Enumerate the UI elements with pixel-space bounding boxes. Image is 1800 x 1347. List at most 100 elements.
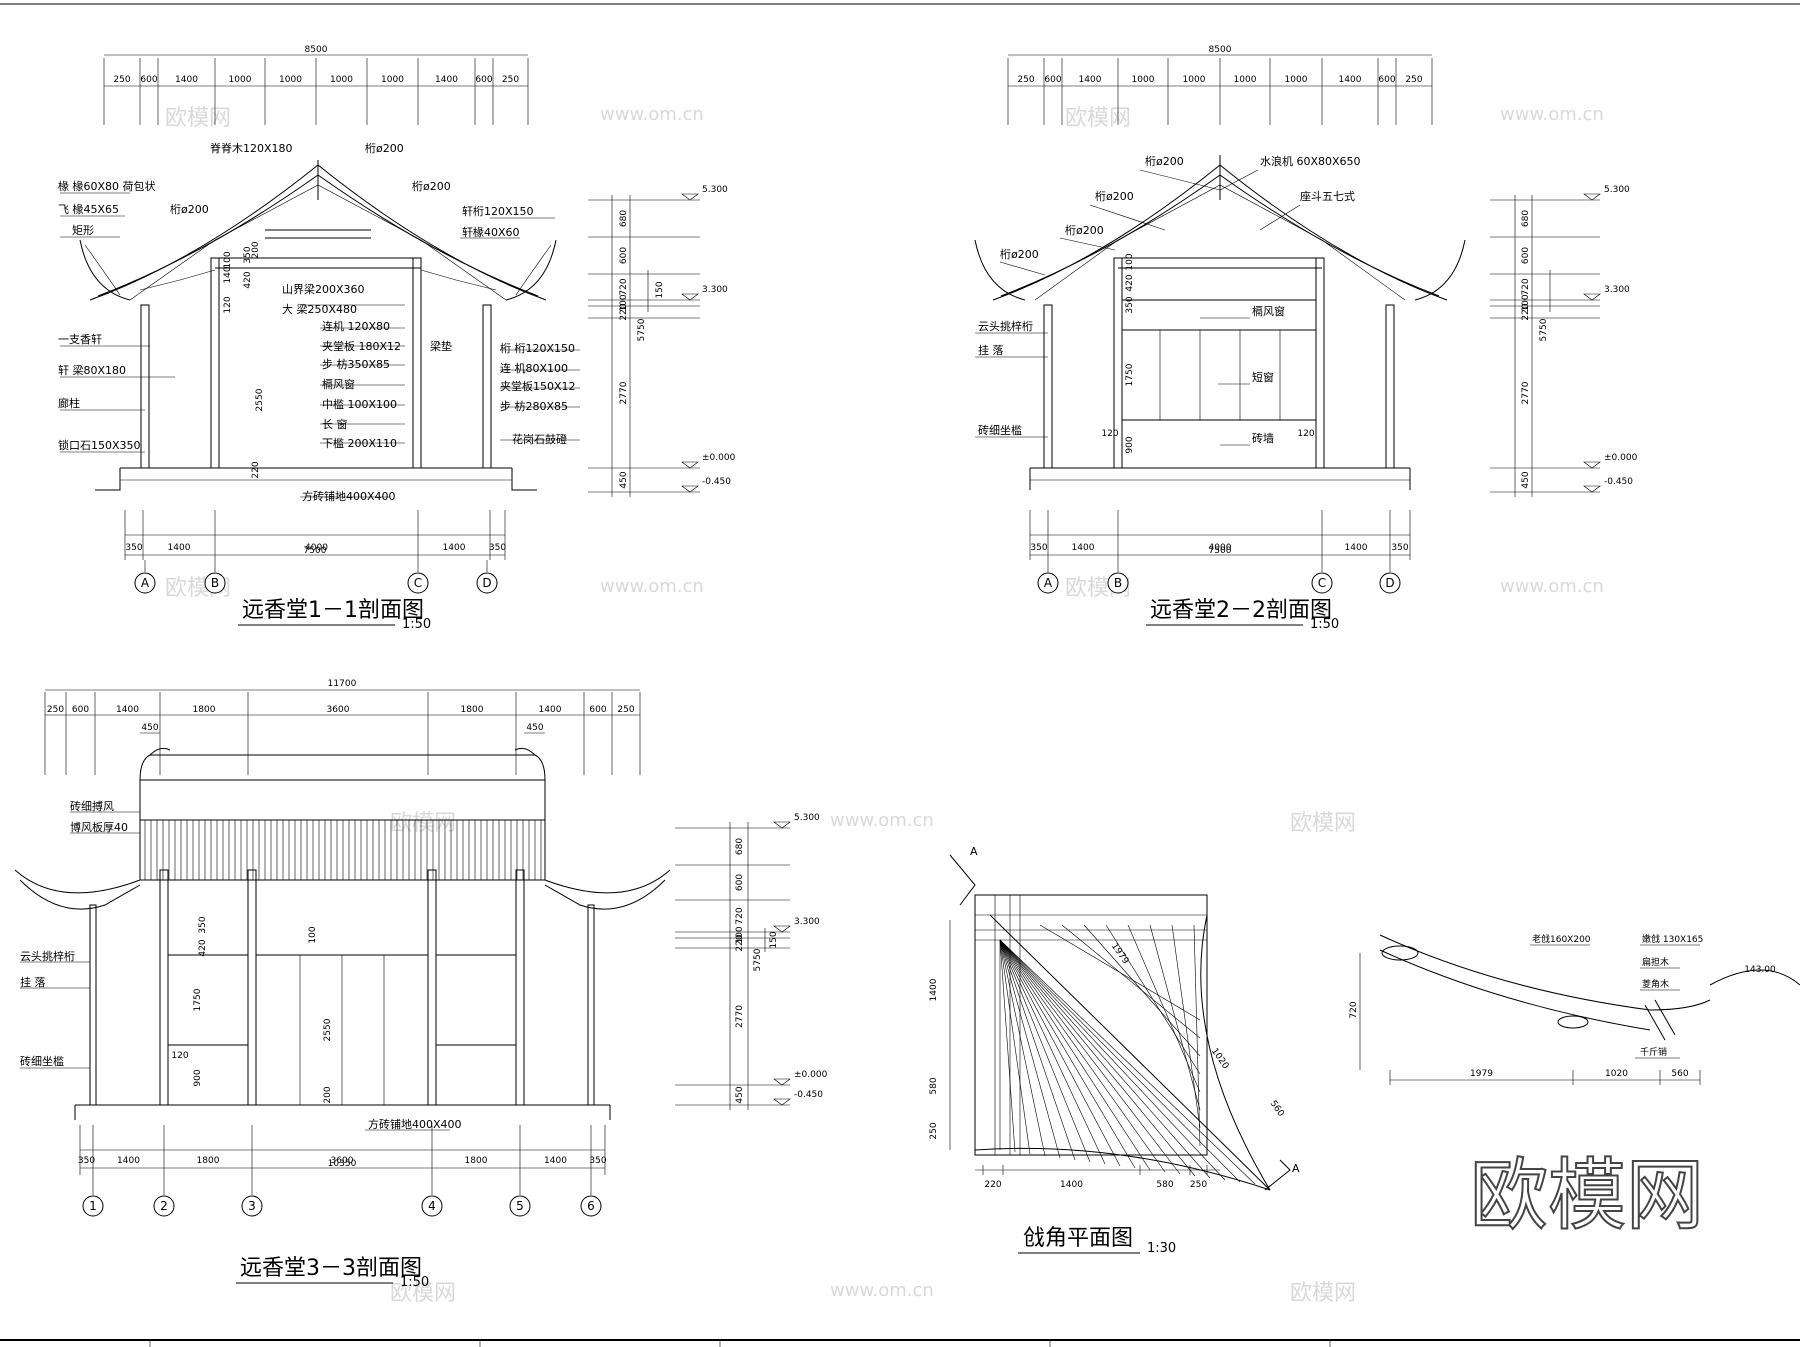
dimension-label: 450 <box>141 723 158 733</box>
dimension-label: 1750 <box>1125 363 1135 386</box>
grid-axis-label: 2 <box>160 1199 168 1213</box>
dimension-label: 120 <box>223 296 233 313</box>
dimension-label: 420 <box>1125 274 1135 291</box>
dimension-label: 100 <box>619 294 629 311</box>
dimension-label: 450 <box>526 723 543 733</box>
grid-axis-label: 4 <box>428 1199 436 1213</box>
grid-axis-label: B <box>1114 576 1122 590</box>
section-2-2-title: 远香堂2－2剖面图 <box>1150 598 1332 623</box>
dimension-label: 120 <box>171 1051 188 1061</box>
grid-axis-bubble <box>1311 572 1333 594</box>
dimension-label: 200 <box>323 1086 333 1103</box>
annotation-label: 菱角木 <box>1642 978 1669 990</box>
grid-axis-bubble <box>476 572 498 594</box>
grid-axis-label: A <box>1044 576 1053 590</box>
watermark-brand: 欧模网 <box>165 106 231 131</box>
dimension-label: 600 <box>72 705 89 715</box>
dimension-label: 1400 <box>929 978 939 1001</box>
dimension-label: 1400 <box>544 1156 567 1166</box>
elevation-label: 5.300 <box>1604 185 1630 195</box>
annotation-label: 千斤销 <box>1640 1046 1667 1058</box>
annotation-label: 桁 桁120X150 <box>500 341 575 355</box>
dimension-label: 600 <box>1521 247 1531 264</box>
watermark-brand: 欧模网 <box>1290 1281 1356 1306</box>
grid-axis-label: A <box>141 576 150 590</box>
dim-bottom-total: 7500 <box>1209 546 1232 556</box>
dimension-label: 1400 <box>175 75 198 85</box>
dimension-label: 1000 <box>1132 75 1155 85</box>
dim-top-total: 8500 <box>305 45 328 55</box>
dimension-label: 580 <box>929 1077 939 1094</box>
annotation-label: 桁ø200 <box>170 202 209 216</box>
elevation-label: ±0.000 <box>1604 453 1638 463</box>
annotation-label: 椽 椽60X80 荷包状 <box>58 179 156 193</box>
dimension-label: 2770 <box>619 381 629 404</box>
annotation-label: 桁ø200 <box>1095 189 1134 203</box>
grid-axis-label: C <box>414 576 422 590</box>
dimension-label: 600 <box>1378 75 1395 85</box>
dimension-label: 580 <box>1156 1180 1173 1190</box>
dimension-label: 1400 <box>117 1156 140 1166</box>
dimension-label: 250 <box>1017 75 1034 85</box>
grid-axis-bubble <box>153 1195 175 1217</box>
section-3-3-scale: 1:50 <box>400 1275 429 1290</box>
dimension-label: 4000 <box>305 543 328 553</box>
grid-axis-bubble <box>580 1195 602 1217</box>
annotation-label: 中槛 100X100 <box>322 397 397 411</box>
annotation-label: 下槛 200X110 <box>322 436 397 450</box>
grid-axis-label: 1 <box>89 1199 97 1213</box>
annotation-label: 夹堂板150X12 <box>500 379 576 393</box>
elevation-label: 3.300 <box>702 285 728 295</box>
dimension-label: 250 <box>47 705 64 715</box>
dimension-label: 900 <box>1125 436 1135 453</box>
annotation-label: 山界梁200X360 <box>282 282 365 296</box>
annotation-label: 槅风窗 <box>322 377 355 391</box>
annotation-label: 砖细坐槛 <box>978 423 1022 437</box>
dimension-label: 1750 <box>193 988 203 1011</box>
dimension-label: 1400 <box>443 543 466 553</box>
dimension-label: 350 <box>1125 296 1135 313</box>
annotation-label: 博风板厚40 <box>70 820 128 834</box>
annotation-label: 廊柱 <box>58 396 80 410</box>
dimension-label: 1000 <box>1234 75 1257 85</box>
grid-axis-bubble <box>204 572 226 594</box>
dimension-label: 720 <box>1521 278 1531 295</box>
grid-axis-bubble <box>421 1195 443 1217</box>
watermark-brand: 欧模网 <box>1065 106 1131 131</box>
dimension-label: 1800 <box>465 1156 488 1166</box>
dimension-label: 250 <box>929 1122 939 1139</box>
annotation-label: 方砖铺地400X400 <box>302 489 396 503</box>
dimension-label: 150 <box>769 931 779 948</box>
annotation-label: 桁ø200 <box>412 179 451 193</box>
grid-axis-bubble <box>134 572 156 594</box>
dimension-label: 350 <box>1391 543 1408 553</box>
dimension-label: 250 <box>617 705 634 715</box>
grid-axis-bubble <box>509 1195 531 1217</box>
annotation-label: 挂 落 <box>978 343 1004 357</box>
dimension-label: 350 <box>1030 543 1047 553</box>
dimension-label: 1000 <box>381 75 404 85</box>
annotation-label: 桁ø200 <box>1000 247 1039 261</box>
annotation-label: 桁ø200 <box>1065 223 1104 237</box>
watermark-brand: 欧模网 <box>1290 811 1356 836</box>
corner-plan-scale: 1:30 <box>1147 1241 1176 1256</box>
dim-top-total: 8500 <box>1209 45 1232 55</box>
watermark-site: www.om.cn <box>1500 104 1604 125</box>
grid-axis-bubble <box>407 572 429 594</box>
dimension-label: 1000 <box>330 75 353 85</box>
section-mark-a: A <box>1292 1162 1300 1175</box>
watermark-brand: 欧模网 <box>390 1281 456 1306</box>
sheet-frame <box>0 3 1800 1347</box>
dimension-label: 450 <box>1521 471 1531 488</box>
annotation-label: 座斗五七式 <box>1300 189 1355 203</box>
grid-axis-label: B <box>211 576 219 590</box>
dimension-label: 100 <box>1521 294 1531 311</box>
dimension-label: 420 <box>198 939 208 956</box>
dimension-label: 1400 <box>435 75 458 85</box>
dimension-label: 1400 <box>168 543 191 553</box>
dimension-label: 140 <box>223 266 233 283</box>
angle-label: 143.00 <box>1744 965 1776 975</box>
